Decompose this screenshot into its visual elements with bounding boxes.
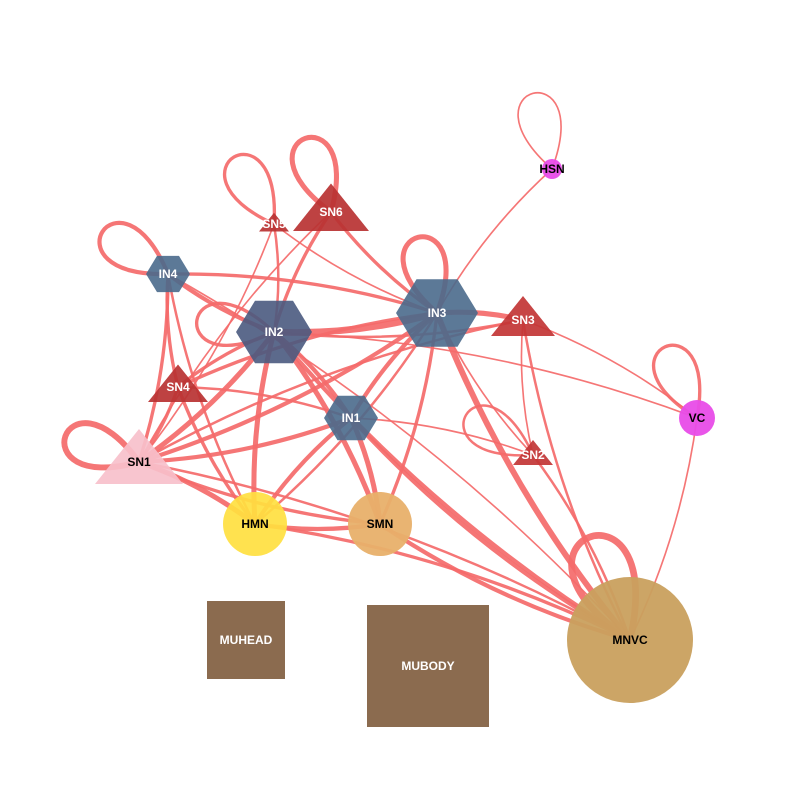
node-sn5-shape xyxy=(259,212,289,232)
node-sn5-label: SN5 xyxy=(262,217,286,231)
node-sn4-shape xyxy=(148,364,208,402)
node-muhead: MUHEAD xyxy=(207,601,285,679)
node-sn2-label: SN2 xyxy=(521,448,545,462)
node-hmn: HMN xyxy=(223,492,287,556)
node-vc-shape xyxy=(679,400,715,436)
node-muhead-shape xyxy=(207,601,285,679)
node-sn6-shape xyxy=(293,183,369,231)
node-smn: SMN xyxy=(348,492,412,556)
node-in2-shape xyxy=(236,300,312,364)
node-hmn-label: HMN xyxy=(241,517,268,531)
node-hmn-shape xyxy=(223,492,287,556)
edge-in2-mnvc xyxy=(271,329,633,643)
edge-in4-mnvc xyxy=(167,273,631,641)
edges-layer xyxy=(61,91,702,644)
edge-sn2-sn2 xyxy=(462,404,535,457)
node-sn1-label: SN1 xyxy=(127,455,151,469)
node-mnvc: MNVC xyxy=(567,577,693,703)
node-sn1: SN1 xyxy=(95,429,183,484)
edge-in4-sn1 xyxy=(137,272,170,464)
edge-sn5-sn5 xyxy=(223,152,276,226)
node-in3-shape xyxy=(396,279,478,347)
node-in4: IN4 xyxy=(146,255,190,293)
node-mubody-label: MUBODY xyxy=(401,659,454,673)
node-in2: IN2 xyxy=(236,300,312,364)
edge-in4-in4 xyxy=(97,220,171,277)
node-in1: IN1 xyxy=(324,395,378,441)
node-in3: IN3 xyxy=(396,279,478,347)
node-sn2-shape xyxy=(513,440,553,465)
node-sn2: SN2 xyxy=(513,440,553,465)
node-sn4-label: SN4 xyxy=(166,380,190,394)
node-in1-label: IN1 xyxy=(342,411,361,425)
node-sn1-shape xyxy=(95,429,183,484)
node-smn-shape xyxy=(348,492,412,556)
edge-sn1-sn1 xyxy=(61,420,142,471)
node-mubody-shape xyxy=(367,605,489,727)
node-sn6-label: SN6 xyxy=(319,205,343,219)
node-sn3-shape xyxy=(491,296,555,336)
node-sn4: SN4 xyxy=(148,364,208,402)
edge-in3-sn1 xyxy=(136,310,440,465)
edge-sn3-sn1 xyxy=(137,318,525,464)
node-hsn-shape xyxy=(542,159,562,179)
node-sn6: SN6 xyxy=(293,183,369,231)
node-in4-label: IN4 xyxy=(159,267,178,281)
node-sn3: SN3 xyxy=(491,296,555,336)
node-hsn-label: HSN xyxy=(539,162,564,176)
node-muhead-label: MUHEAD xyxy=(220,633,273,647)
edge-in1-sn1 xyxy=(136,415,354,465)
edge-sn5-sn1 xyxy=(138,223,275,463)
node-mnvc-label: MNVC xyxy=(612,633,648,647)
edge-vc-vc xyxy=(651,343,702,420)
node-smn-label: SMN xyxy=(367,517,394,531)
edge-in4-hmn xyxy=(166,272,257,526)
node-sn3-label: SN3 xyxy=(511,313,535,327)
node-mnvc-shape xyxy=(567,577,693,703)
edge-hsn-hsn xyxy=(517,91,562,170)
edge-in3-in3 xyxy=(400,234,449,316)
edge-sn6-sn1 xyxy=(138,211,332,463)
node-in1-shape xyxy=(324,395,378,441)
node-sn5: SN5 xyxy=(259,212,289,232)
edge-sn6-sn6 xyxy=(289,134,339,215)
node-in3-label: IN3 xyxy=(428,306,447,320)
node-hsn: HSN xyxy=(539,159,565,179)
node-mubody: MUBODY xyxy=(367,605,489,727)
node-in4-shape xyxy=(146,255,190,293)
node-vc: VC xyxy=(679,400,715,436)
node-vc-label: VC xyxy=(689,411,706,425)
node-in2-label: IN2 xyxy=(265,325,284,339)
